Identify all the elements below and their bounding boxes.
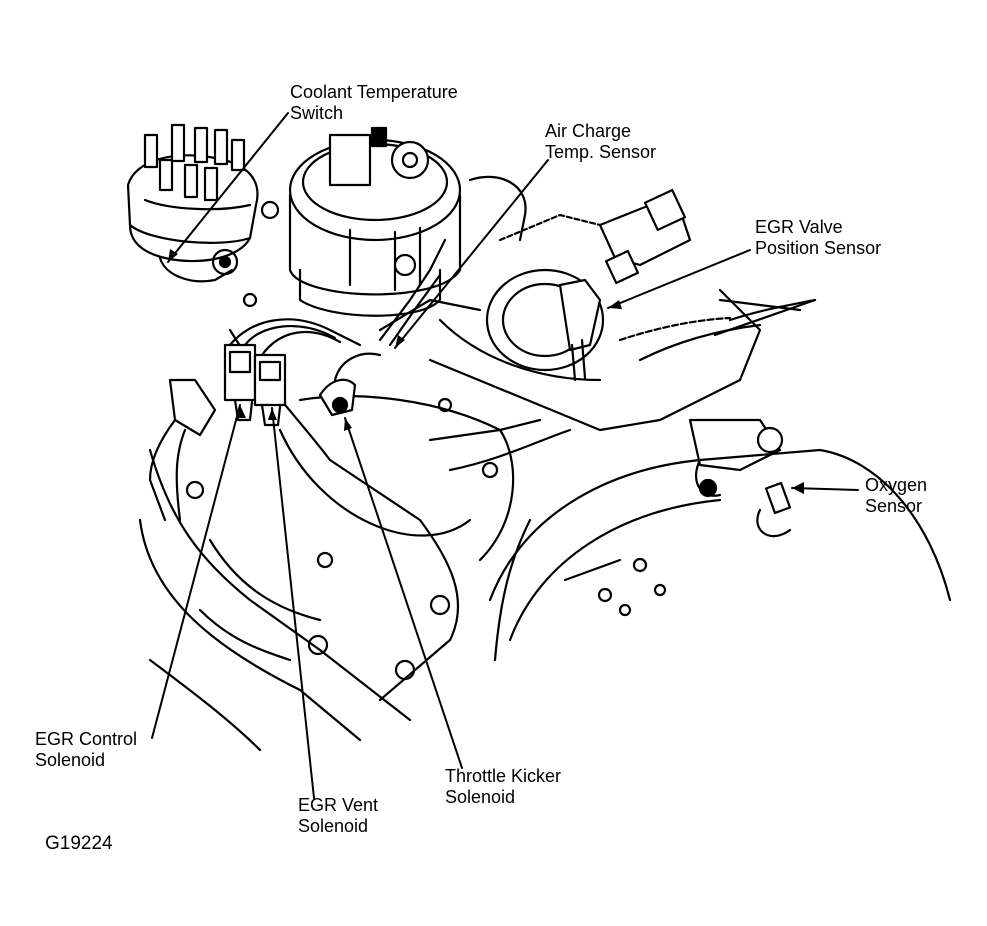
label-line: Solenoid xyxy=(445,787,516,807)
leader-throttle-kicker-solenoid xyxy=(344,417,463,769)
leader-coolant-switch xyxy=(167,112,289,263)
label-line: Temp. Sensor xyxy=(545,142,657,162)
label-line: Solenoid xyxy=(35,750,106,770)
label-line: Air Charge xyxy=(545,121,632,141)
label-line: EGR Control xyxy=(35,729,138,749)
carburetor xyxy=(288,126,527,317)
label-throttle-kicker-solenoid: Throttle Kicker Solenoid xyxy=(445,766,561,808)
label-line: Sensor xyxy=(865,496,923,516)
egr-valve xyxy=(485,188,692,382)
label-line: Switch xyxy=(290,103,344,123)
leader-egr-vent-solenoid xyxy=(271,407,315,799)
label-line: Coolant Temperature xyxy=(290,82,458,102)
exhaust-area xyxy=(488,298,952,662)
label-line: EGR Valve xyxy=(755,217,843,237)
leader-air-charge-sensor xyxy=(394,159,549,349)
label-egr-vent-solenoid: EGR Vent Solenoid xyxy=(298,795,378,837)
label-air-charge-temp-sensor: Air Charge Temp. Sensor xyxy=(545,121,656,163)
wiring-harness xyxy=(378,213,762,472)
label-line: EGR Vent xyxy=(298,795,379,815)
label-oxygen-sensor: Oxygen Sensor xyxy=(865,475,927,517)
leader-arrowheads xyxy=(168,249,804,494)
distributor-cap xyxy=(126,123,259,283)
label-line: Position Sensor xyxy=(755,238,882,258)
label-line: Throttle Kicker xyxy=(445,766,562,786)
leader-egr-control-solenoid xyxy=(151,404,241,739)
leader-egr-valve-sensor xyxy=(607,249,751,309)
figure-id: G19224 xyxy=(45,833,113,854)
label-line: Solenoid xyxy=(298,816,369,836)
label-egr-control-solenoid: EGR Control Solenoid xyxy=(35,729,137,771)
label-egr-valve-position-sensor: EGR Valve Position Sensor xyxy=(755,217,881,259)
solenoid-cluster xyxy=(223,318,382,427)
leader-lines xyxy=(151,112,859,799)
label-line: Oxygen xyxy=(865,475,928,495)
label-coolant-temperature-switch: Coolant Temperature Switch xyxy=(290,82,458,124)
